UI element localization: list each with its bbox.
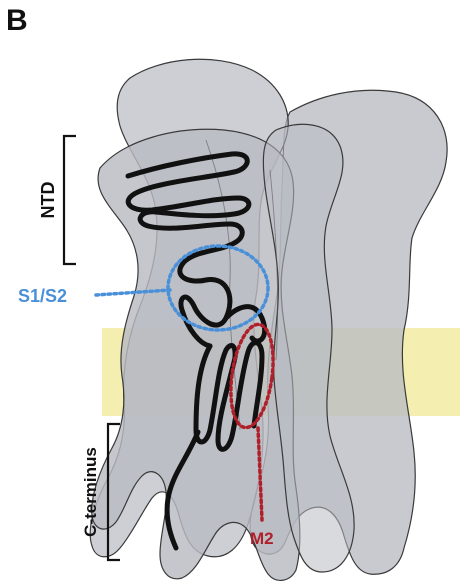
- cterm-label: C-terminus: [81, 447, 100, 537]
- ntd-bracket: [64, 136, 76, 264]
- s1s2-label: S1/S2: [18, 286, 67, 306]
- ntd-label: NTD: [38, 182, 58, 219]
- m2-label: M2: [250, 529, 274, 548]
